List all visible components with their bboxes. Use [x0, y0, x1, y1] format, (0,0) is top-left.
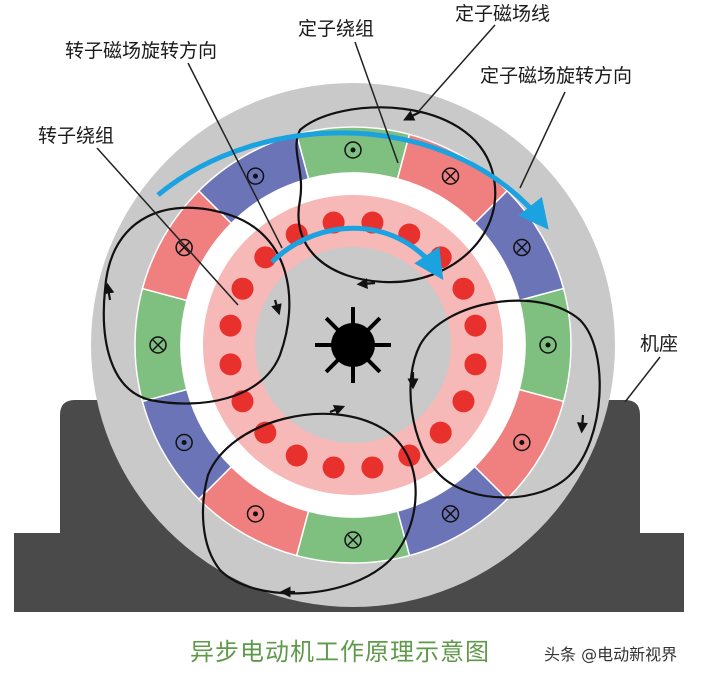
- stator-slot: [295, 510, 411, 564]
- rotor-conductor: [361, 456, 384, 479]
- watermark: 头条 @电动新视界: [544, 645, 678, 664]
- current-out-icon: [175, 433, 193, 452]
- current-in-icon: [149, 336, 167, 354]
- label-stator-field-lines: 定子磁场线: [455, 3, 550, 25]
- field-line-left: [102, 206, 291, 405]
- figure-caption: 异步电动机工作原理示意图: [190, 638, 490, 666]
- rotor-conductor: [452, 277, 475, 300]
- rotor-conductor: [219, 314, 242, 337]
- rotor-conductor: [254, 246, 277, 269]
- label-frame: 机座: [640, 333, 678, 355]
- current-in-icon: [344, 531, 362, 549]
- field-line-right: [409, 299, 601, 499]
- current-out-icon: [246, 167, 265, 185]
- label-rotor-field-rotation: 转子磁场旋转方向: [65, 40, 217, 62]
- stator-slot: [134, 287, 188, 403]
- stator-slot: [518, 287, 572, 403]
- field-line-bottom: [201, 412, 417, 595]
- label-rotor-winding: 转子绕组: [38, 125, 114, 147]
- rotor-conductor: [285, 444, 308, 467]
- current-out-icon: [539, 336, 557, 354]
- leader-lines: [96, 24, 661, 403]
- current-in-icon: [441, 167, 460, 185]
- rotor-conductor: [464, 314, 487, 337]
- rotor-conductor: [231, 277, 254, 300]
- shaft-icon: [315, 307, 391, 383]
- current-in-icon: [175, 238, 193, 257]
- label-stator-field-rotation: 定子磁场旋转方向: [480, 65, 632, 87]
- rotor-conductor: [429, 421, 452, 444]
- current-out-icon: [246, 505, 265, 523]
- stator-field-rotation-arrow: [156, 130, 549, 230]
- rotor-field-rotation-arrow: [270, 225, 444, 280]
- rotor-conductor: [452, 390, 475, 413]
- rotor-conductor: [464, 353, 487, 376]
- rotor-conductor: [219, 353, 242, 376]
- label-stator-winding: 定子绕组: [298, 18, 374, 40]
- current-out-icon: [513, 433, 531, 452]
- rotor-conductor: [398, 444, 421, 467]
- current-in-icon: [441, 505, 460, 523]
- current-in-icon: [513, 238, 531, 257]
- current-out-icon: [344, 141, 362, 159]
- rotor-conductor: [322, 456, 345, 479]
